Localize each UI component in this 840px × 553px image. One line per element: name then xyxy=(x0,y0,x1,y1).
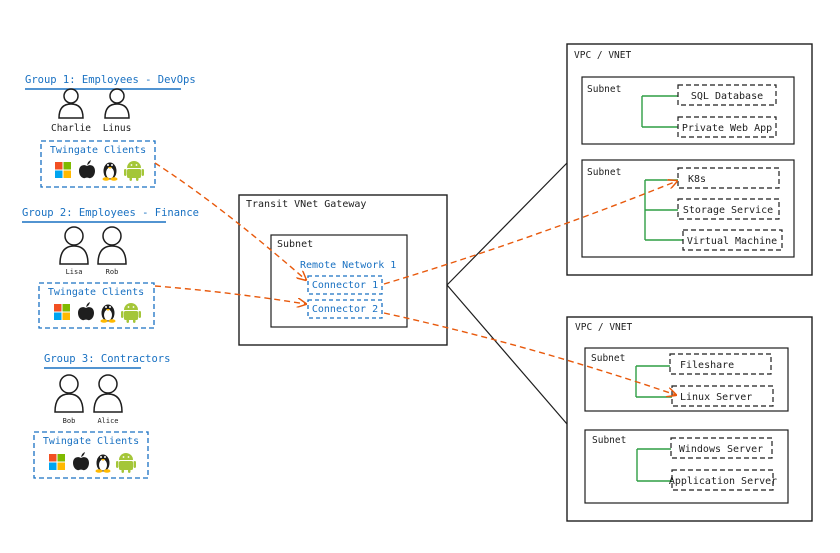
resource-label: Virtual Machine xyxy=(687,236,777,247)
subnet-label: Subnet xyxy=(592,435,626,446)
connector-1-label: Connector 1 xyxy=(312,280,378,291)
resource-bracket xyxy=(636,448,672,482)
user-name: Lisa xyxy=(66,268,83,276)
linux-icon xyxy=(95,454,111,473)
connector-1-box xyxy=(307,275,383,295)
resource-label: Private Web App xyxy=(682,123,772,134)
peering-line xyxy=(446,284,568,425)
resource-label: Fileshare xyxy=(680,360,734,371)
resource-box xyxy=(677,116,777,138)
apple-icon xyxy=(78,302,94,321)
connector-2-label: Connector 2 xyxy=(312,304,378,315)
vpc-2-title: VPC / VNET xyxy=(575,322,632,333)
resource-label: Linux Server xyxy=(680,392,752,403)
subnet-box xyxy=(581,159,795,258)
group-2: Group 2: Employees - Finance Lisa Rob Tw… xyxy=(22,207,199,329)
connector-to-resource-arrow xyxy=(383,312,676,395)
group-3-title: Group 3: Contractors xyxy=(44,353,170,365)
resource-bracket xyxy=(641,95,678,128)
gateway-title: Transit VNet Gateway xyxy=(246,199,366,210)
gateway-subnet-box xyxy=(270,234,408,328)
connector-2-box xyxy=(307,299,383,319)
vpc-1-title: VPC / VNET xyxy=(574,50,631,61)
vpc-1-box xyxy=(566,43,813,276)
clients-box xyxy=(38,282,155,329)
resource-label: K8s xyxy=(688,174,706,185)
remote-network-label: Remote Network 1 xyxy=(300,260,396,271)
vpc-2-box xyxy=(566,316,813,522)
connections xyxy=(154,162,677,395)
clients-box xyxy=(33,431,149,479)
android-icon xyxy=(121,303,141,323)
subnet-label: Subnet xyxy=(587,167,621,178)
user-name: Alice xyxy=(97,417,118,425)
user-icon xyxy=(97,226,127,265)
resource-label: SQL Database xyxy=(691,91,763,102)
user-name: Linus xyxy=(103,123,132,134)
apple-icon xyxy=(73,452,89,471)
subnet-label: Subnet xyxy=(587,84,621,95)
connector-to-resource-arrow xyxy=(383,181,677,285)
client-to-connector-arrow xyxy=(154,285,306,304)
user-icon xyxy=(54,374,84,413)
gateway-box xyxy=(238,194,448,346)
user-icon xyxy=(104,88,130,119)
subnet-box xyxy=(584,347,789,412)
group-2-title: Group 2: Employees - Finance xyxy=(22,207,199,219)
user-name: Rob xyxy=(106,268,119,276)
transit-gateway: Transit VNet Gateway Subnet Remote Netwo… xyxy=(238,194,448,346)
linux-icon xyxy=(102,162,118,181)
windows-icon xyxy=(55,162,71,178)
subnet-box xyxy=(584,429,789,504)
resource-label: Windows Server xyxy=(679,444,763,455)
subnet-label: Subnet xyxy=(591,353,625,364)
resource-bracket xyxy=(644,179,683,241)
android-icon xyxy=(124,161,144,181)
client-to-connector-arrow xyxy=(154,162,306,280)
user-icon xyxy=(59,226,89,265)
resource-box xyxy=(671,469,774,491)
resource-box xyxy=(669,353,772,375)
vpc-2: VPC / VNET Subnet Fileshare Linux Server… xyxy=(566,316,813,522)
clients-label: Twingate Clients xyxy=(50,145,146,156)
resource-label: Storage Service xyxy=(683,205,773,216)
windows-icon xyxy=(49,454,65,470)
resource-box xyxy=(670,437,773,459)
resource-box xyxy=(677,198,780,220)
peering-line xyxy=(446,162,568,286)
user-name: Bob xyxy=(63,417,76,425)
resource-box xyxy=(677,167,780,189)
group-1-title: Group 1: Employees - DevOps xyxy=(25,74,196,86)
vpc-1: VPC / VNET Subnet SQL Database Private W… xyxy=(566,43,813,276)
android-icon xyxy=(116,453,136,473)
user-icon xyxy=(58,88,84,119)
user-name: Charlie xyxy=(51,123,91,134)
user-icon xyxy=(93,374,123,413)
windows-icon xyxy=(54,304,70,320)
gateway-subnet-label: Subnet xyxy=(277,239,313,250)
clients-box xyxy=(40,140,156,188)
resource-label: Application Server xyxy=(669,476,777,487)
clients-label: Twingate Clients xyxy=(43,436,139,447)
resource-box xyxy=(682,229,783,251)
apple-icon xyxy=(79,160,95,179)
linux-icon xyxy=(100,304,116,323)
group-3: Group 3: Contractors Bob Alice Twingate … xyxy=(33,353,170,479)
clients-label: Twingate Clients xyxy=(48,287,144,298)
resource-box xyxy=(677,84,777,106)
subnet-box xyxy=(581,76,795,145)
group-1: Group 1: Employees - DevOps Charlie Linu… xyxy=(25,74,196,188)
